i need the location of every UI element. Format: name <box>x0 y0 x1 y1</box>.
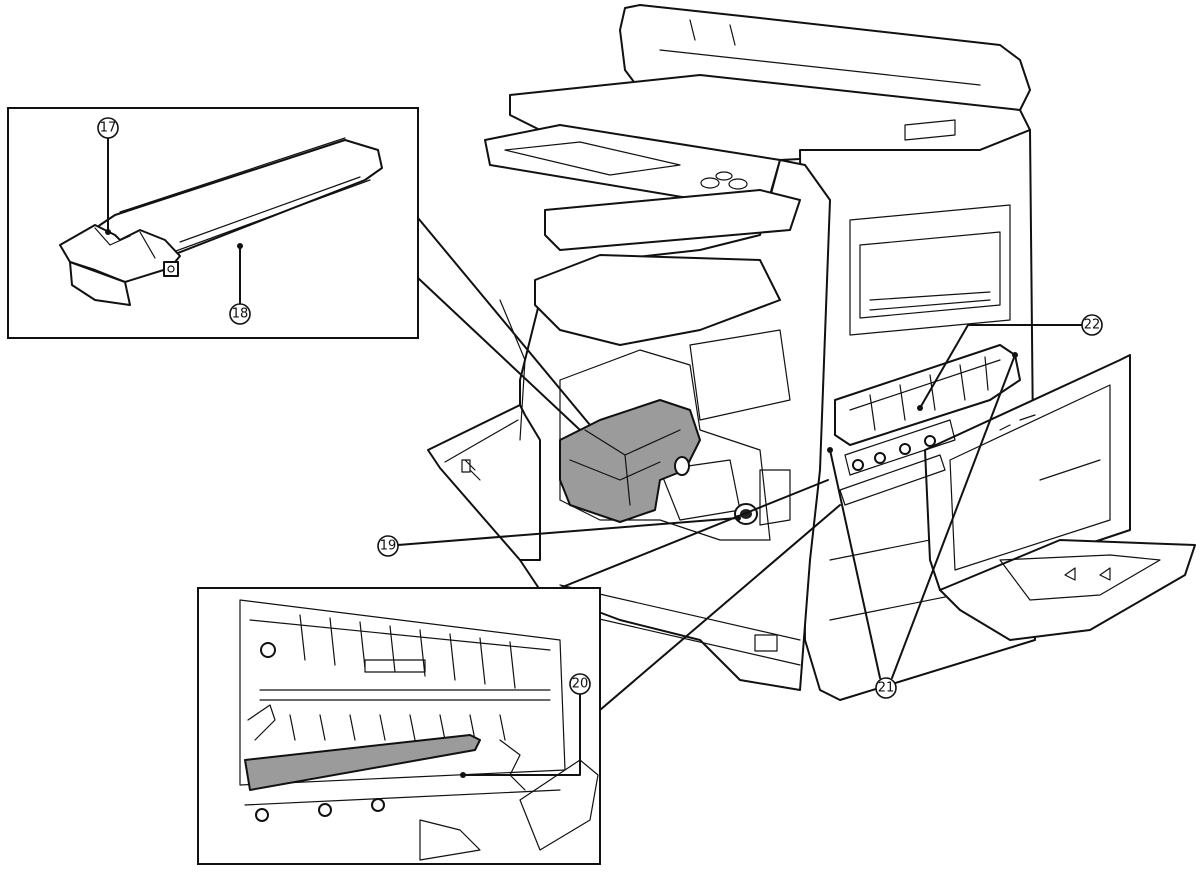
callout-18-text: 18 <box>232 307 249 322</box>
inset-toner <box>7 107 419 339</box>
leader-dots <box>105 229 1018 778</box>
callout-17-text: 17 <box>100 121 117 136</box>
leader-lines <box>107 136 1083 776</box>
side-cover-open <box>924 354 1196 641</box>
callout-21-text: 21 <box>878 681 895 696</box>
front-cover-open <box>427 299 541 561</box>
callout-21: 21 <box>875 677 897 699</box>
callout-18: 18 <box>229 303 251 325</box>
inset-fuser <box>197 587 601 865</box>
callout-20-text: 20 <box>572 677 589 692</box>
callout-22-text: 22 <box>1084 318 1101 333</box>
callout-19-text: 19 <box>380 539 397 554</box>
callout-22: 22 <box>1081 314 1103 336</box>
callout-20: 20 <box>569 673 591 695</box>
callout-17: 17 <box>97 117 119 139</box>
callout-19: 19 <box>377 535 399 557</box>
toner-cartridge-installed <box>559 399 701 523</box>
